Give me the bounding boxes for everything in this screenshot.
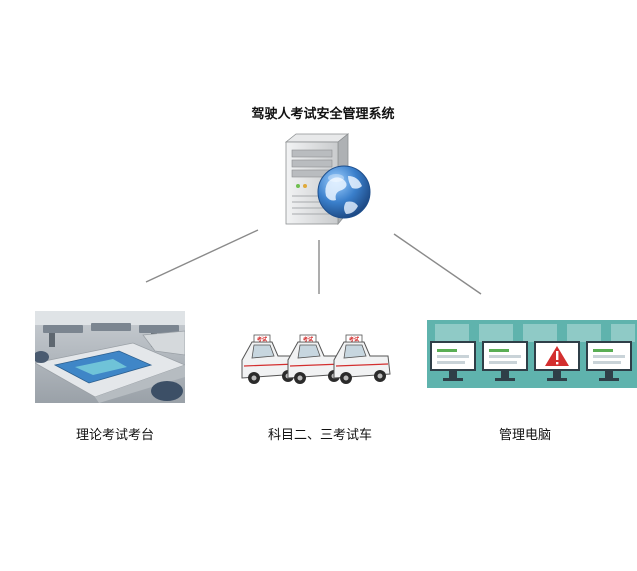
monitor-1 [430,341,476,381]
monitor-4 [586,341,632,381]
node-label-management-pcs: 管理电脑 [498,428,551,443]
server-with-globe-icon [284,133,371,226]
exam-terminal-photo [35,311,185,403]
connector-right [393,233,482,295]
node-label-exam-terminals: 理论考试考台 [75,428,154,443]
exam-car-icon: 考试 [241,334,391,385]
monitor-2 [482,341,528,381]
connector-left [145,229,259,283]
node-label-exam-cars: 科目二、三考试车 [267,428,372,443]
system-title: 驾驶人考试安全管理系统 [251,107,395,122]
monitor-grid-icon [427,320,637,388]
monitor-warning [534,341,580,381]
